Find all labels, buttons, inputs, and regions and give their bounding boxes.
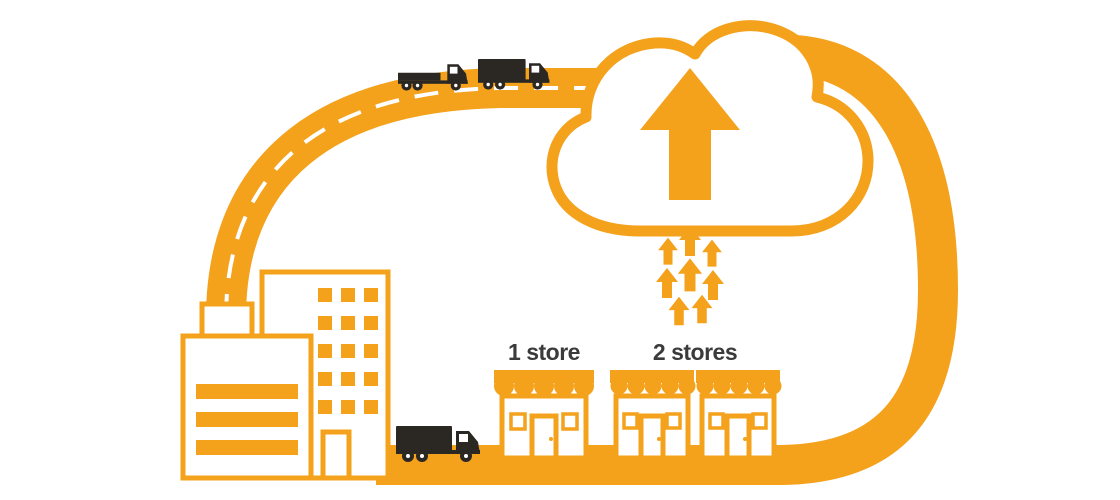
store-count-label-1: 1 store bbox=[508, 339, 580, 365]
store-door-handle bbox=[743, 437, 747, 441]
factory-windows bbox=[318, 288, 378, 414]
storefront-icon bbox=[610, 370, 696, 461]
road-center-dashes bbox=[224, 86, 640, 319]
factory-building-icon bbox=[180, 269, 391, 481]
upload-arrows-icon bbox=[656, 226, 724, 326]
storefront-icon bbox=[696, 370, 782, 461]
cloud-icon bbox=[546, 20, 874, 237]
store-window-left bbox=[708, 412, 725, 430]
upload-arrow-icon bbox=[640, 68, 740, 200]
factory-door bbox=[320, 429, 352, 481]
store-window-left bbox=[622, 412, 639, 430]
store-door-handle bbox=[549, 437, 553, 441]
road-right-arc bbox=[376, 35, 959, 485]
store-door bbox=[724, 413, 752, 461]
store-door bbox=[529, 413, 559, 461]
store-awning bbox=[494, 376, 594, 396]
factory-stripes bbox=[196, 384, 298, 455]
store-awning bbox=[610, 377, 696, 395]
store-door-handle bbox=[657, 437, 661, 441]
factory-chimney bbox=[199, 301, 255, 339]
store-window-right bbox=[561, 412, 579, 431]
road-loop-icon bbox=[206, 35, 959, 485]
store-window-left bbox=[509, 412, 527, 431]
store-window-right bbox=[665, 412, 682, 430]
factory-main-block bbox=[180, 333, 314, 481]
store-door bbox=[638, 413, 666, 461]
store-window-right bbox=[751, 412, 768, 430]
store-awning bbox=[696, 377, 782, 395]
store-count-label-2: 2 stores bbox=[653, 339, 737, 365]
storefront-icon bbox=[494, 370, 594, 461]
